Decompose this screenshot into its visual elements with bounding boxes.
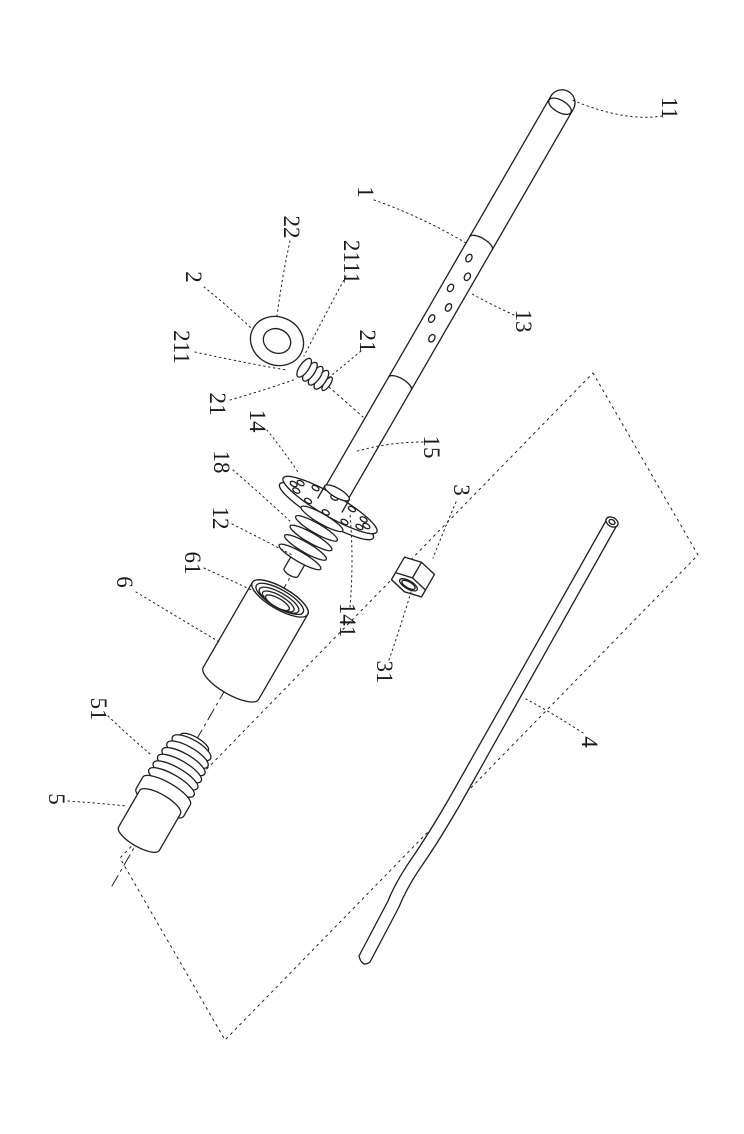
shaft-end-face-11 xyxy=(548,97,572,116)
leader-4 xyxy=(525,698,584,734)
leader-21a xyxy=(229,378,297,401)
eye-bolt-part-2 xyxy=(249,315,364,418)
leader-22 xyxy=(276,240,291,317)
flange-hub xyxy=(317,484,350,513)
leader-11 xyxy=(571,99,663,118)
plug-part-5 xyxy=(117,732,212,853)
leader-211 xyxy=(194,351,287,371)
rod4-end-face xyxy=(605,516,619,528)
leader-61 xyxy=(203,567,267,598)
part-label-2: 2 xyxy=(181,271,206,283)
leader-1 xyxy=(373,199,467,244)
part-label-31: 31 xyxy=(372,661,397,684)
eye-bolt-assembly-line xyxy=(328,386,364,418)
part-label-4: 4 xyxy=(577,736,602,748)
leader-5 xyxy=(67,800,127,807)
leader-14 xyxy=(266,429,299,473)
leader-21b xyxy=(325,350,362,381)
part-label-61: 61 xyxy=(180,552,205,575)
leader-51 xyxy=(107,715,151,755)
support-rod-part-4 xyxy=(358,516,619,965)
eye-bolt-shank-21 xyxy=(296,357,333,392)
part-label-21-a: 21 xyxy=(205,393,230,416)
sleeve-part-6 xyxy=(202,579,309,703)
part-label-11: 11 xyxy=(657,97,682,119)
flange-part-14 xyxy=(278,475,378,541)
part-label-15: 15 xyxy=(419,436,444,459)
leader-3 xyxy=(432,501,457,559)
leader-2111 xyxy=(303,275,347,357)
shaft-holes-13 xyxy=(427,253,473,343)
part-label-1: 1 xyxy=(353,186,378,198)
part-label-3: 3 xyxy=(449,484,474,496)
part-label-13: 13 xyxy=(511,310,536,333)
part-label-14: 14 xyxy=(245,410,270,434)
plug-threads-51 xyxy=(147,734,212,798)
leader-13 xyxy=(471,293,515,316)
leader-15 xyxy=(353,441,424,453)
part-label-211: 211 xyxy=(169,330,194,364)
flange-holes-141 xyxy=(289,479,371,531)
leader-31 xyxy=(388,591,412,661)
leader-12 xyxy=(231,523,295,557)
sleeve-inner-thread-61 xyxy=(255,582,305,616)
leader-6 xyxy=(135,591,222,644)
part-labels: 11 1 22 2 2111 211 21 21 13 14 15 18 12 … xyxy=(44,97,682,805)
part-label-12: 12 xyxy=(208,507,233,530)
leader-18 xyxy=(232,469,293,524)
plug-head xyxy=(117,788,182,853)
leader-lines xyxy=(67,99,663,807)
leader-141 xyxy=(349,513,353,608)
mounting-plane-outline xyxy=(119,372,699,1041)
part-label-5: 5 xyxy=(44,793,69,805)
spring-part-18 xyxy=(278,505,344,578)
main-shaft-part-1 xyxy=(325,89,576,500)
nut-hole-31 xyxy=(398,578,419,592)
part-label-18: 18 xyxy=(209,451,234,474)
part-label-6: 6 xyxy=(112,576,137,588)
part-label-22: 22 xyxy=(279,216,304,239)
nut-part-3 xyxy=(390,556,436,598)
part-label-21-b: 21 xyxy=(355,330,380,353)
leader-2 xyxy=(203,286,253,330)
part-label-2111: 2111 xyxy=(339,240,364,284)
part-label-141: 141 xyxy=(335,603,360,638)
part-label-51: 51 xyxy=(86,698,111,721)
